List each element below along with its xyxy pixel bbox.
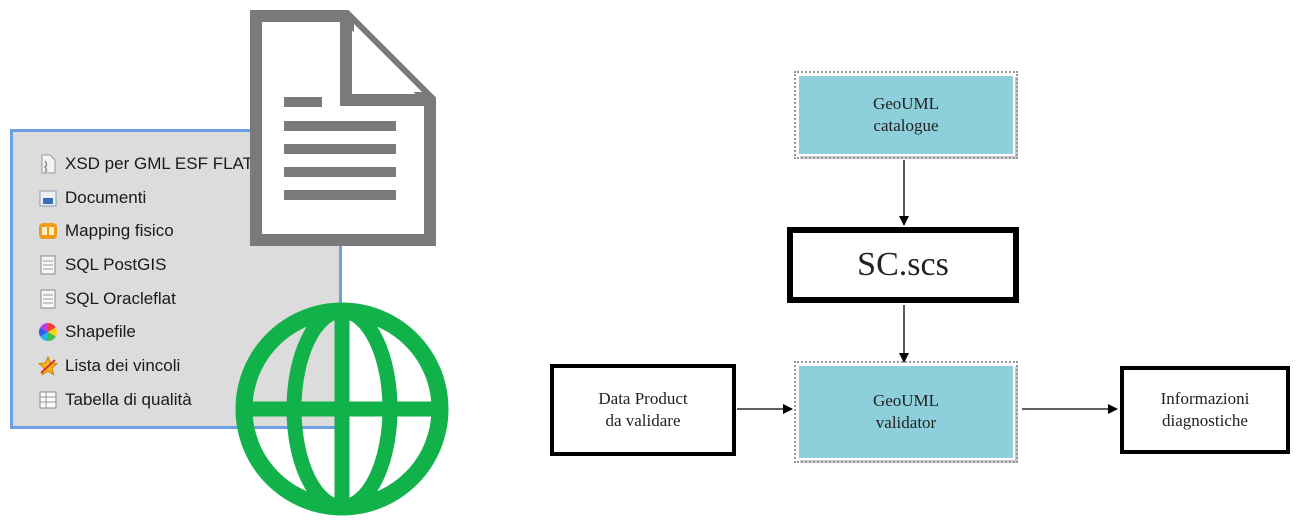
list-item-label: Documenti: [65, 188, 147, 207]
list-item-mapping[interactable]: Mapping fisico: [38, 218, 174, 244]
list-item-label: Mapping fisico: [65, 221, 174, 240]
list-item-shapefile[interactable]: Shapefile: [38, 319, 136, 345]
list-item-label: SQL PostGIS: [65, 255, 167, 274]
diagnostics-label: Informazioni diagnostiche: [1160, 389, 1250, 430]
list-item-label: Tabella di qualità: [65, 390, 192, 409]
list-item-label: Shapefile: [65, 322, 136, 341]
geouml-catalogue-box: GeoUML catalogue: [794, 71, 1018, 159]
list-item-label: Lista dei vincoli: [65, 356, 181, 375]
list-item-label: SQL Oracleflat: [65, 289, 176, 308]
star-icon: [38, 356, 58, 376]
sc-scs-label: SC.scs: [857, 246, 949, 283]
folder-icon: [38, 188, 58, 208]
list-item-sql-postgis[interactable]: SQL PostGIS: [38, 252, 166, 278]
geouml-validator-box: GeoUML validator: [794, 361, 1018, 463]
list-item-sql-oracleflat[interactable]: SQL Oracleflat: [38, 286, 176, 312]
list-item-lista-vincoli[interactable]: Lista dei vincoli: [38, 353, 180, 379]
data-product-label: Data Product da validare: [598, 389, 688, 430]
geouml-catalogue-label: GeoUML catalogue: [872, 94, 940, 135]
sql-file-icon: [38, 255, 58, 275]
mapping-icon: [38, 221, 58, 241]
diagnostics-box: Informazioni diagnostiche: [1120, 366, 1290, 454]
list-item-documenti[interactable]: Documenti: [38, 185, 146, 211]
document-icon: [250, 10, 436, 246]
geouml-validator-label: GeoUML validator: [872, 391, 940, 432]
globe-icon: [235, 302, 449, 516]
sql-file-icon: [38, 289, 58, 309]
table-icon: [38, 390, 58, 410]
list-item-tabella-qualita[interactable]: Tabella di qualità: [38, 387, 192, 413]
data-product-box: Data Product da validare: [550, 364, 736, 456]
list-item-xsd[interactable]: XSD per GML ESF FLAT: [38, 151, 253, 177]
list-item-label: XSD per GML ESF FLAT: [65, 154, 253, 173]
sc-scs-box: SC.scs: [787, 227, 1019, 303]
color-wheel-icon: [38, 322, 58, 342]
xsd-file-icon: [38, 154, 58, 174]
